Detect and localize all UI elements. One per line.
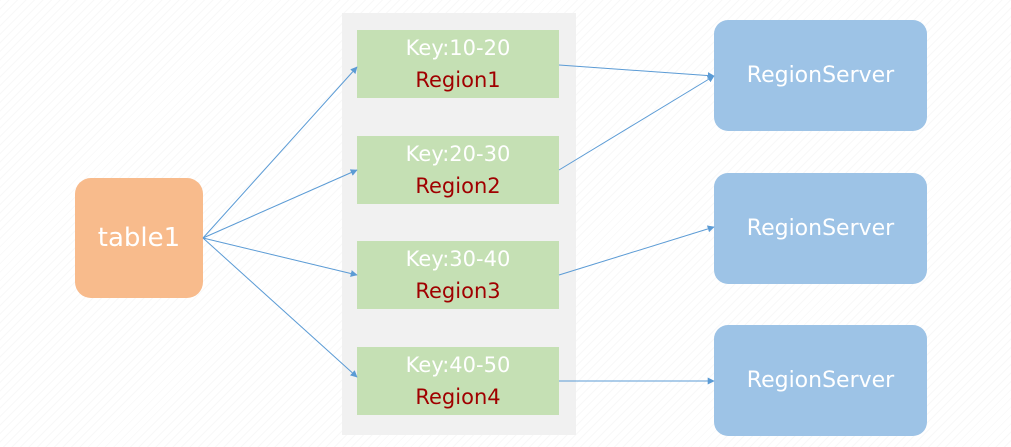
arrow-table-to-region-2 (202, 169, 358, 239)
region-server-node-2: RegionServer (714, 173, 927, 284)
region-server-node-3: RegionServer (714, 325, 927, 436)
region-node-4: Key:40-50 Region4 (357, 347, 559, 415)
region-node-1: Key:10-20 Region1 (357, 30, 559, 98)
region-name: Region4 (415, 385, 501, 409)
region-server-label: RegionServer (746, 368, 895, 393)
arrow-table-to-region-4 (202, 237, 358, 378)
region-name: Region3 (415, 279, 501, 303)
region-node-3: Key:30-40 Region3 (357, 241, 559, 309)
region-node-2: Key:20-30 Region2 (357, 136, 559, 204)
region-name: Region2 (415, 174, 501, 198)
table-node: table1 (75, 178, 203, 298)
arrow-region-1-to-server (558, 64, 715, 80)
region-key-range: Key:20-30 (405, 142, 511, 166)
arrow-region-3-to-server (558, 225, 715, 276)
region-key-range: Key:40-50 (405, 353, 511, 377)
arrow-region-2-to-server (558, 75, 715, 171)
region-key-range: Key:30-40 (405, 247, 511, 271)
table-label: table1 (97, 223, 181, 253)
region-key-range: Key:10-20 (405, 36, 511, 60)
region-server-node-1: RegionServer (714, 20, 927, 131)
region-server-label: RegionServer (746, 216, 895, 241)
arrow-table-to-region-1 (202, 66, 358, 239)
region-server-label: RegionServer (746, 63, 895, 88)
region-name: Region1 (415, 68, 501, 92)
arrow-table-to-region-3 (202, 237, 358, 277)
